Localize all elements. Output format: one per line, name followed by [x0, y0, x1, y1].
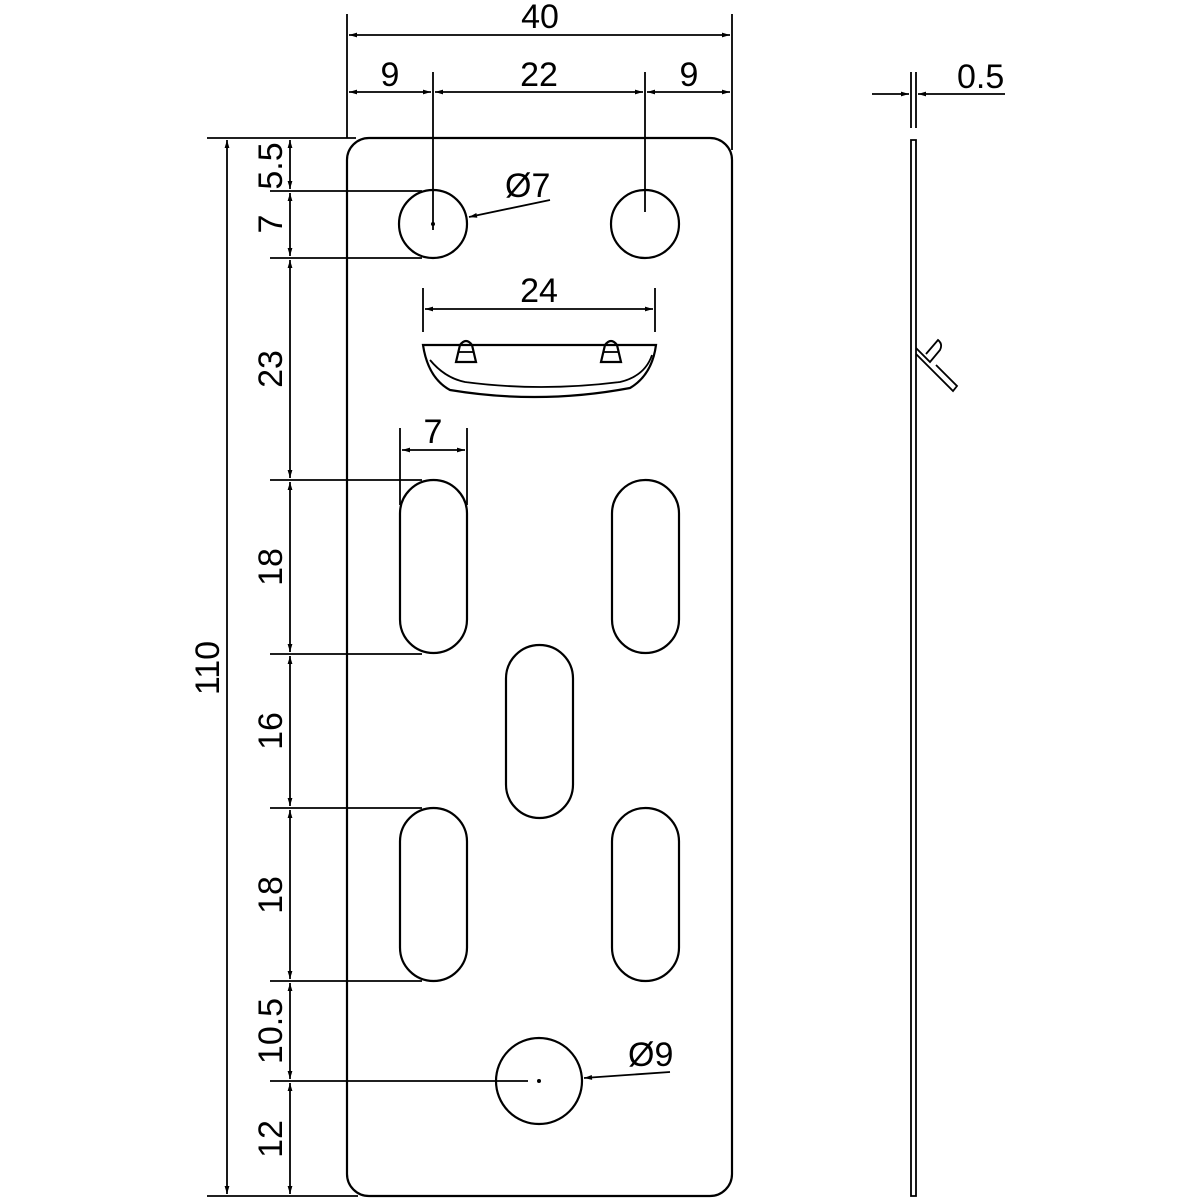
slot-top-right [610, 478, 681, 655]
dim-slot-length-1: 18 [252, 548, 290, 586]
slot-bottom-right [610, 806, 681, 983]
dim-hole-to-slot: 23 [252, 350, 290, 388]
side-hook-profile [915, 338, 959, 393]
left-dimensions: 110 5.5 7 23 18 16 18 10.5 12 [189, 137, 528, 1197]
slot-bottom-left [398, 806, 469, 983]
slot-center [504, 643, 575, 820]
dim-top-to-hole: 5.5 [252, 142, 290, 189]
dim-slot-width: 7 [424, 413, 443, 451]
top-dimensions: 40 9 22 9 24 7 Ø7 Ø9 [346, 0, 733, 1080]
dim-slot-length-2: 18 [252, 876, 290, 914]
dim-right-margin: 9 [680, 56, 699, 94]
dim-bottom-hole-to-edge: 12 [252, 1120, 290, 1158]
dim-hook-width: 24 [520, 272, 558, 310]
side-view: 0.5 [872, 58, 1005, 1197]
dim-slot-to-bottom-hole: 10.5 [252, 998, 290, 1064]
dim-slot-gap: 16 [252, 712, 290, 750]
dim-left-margin: 9 [381, 56, 400, 94]
dim-bottom-hole-diameter: Ø9 [628, 1036, 673, 1074]
dim-thickness: 0.5 [957, 58, 1004, 96]
plate-outline [345, 136, 734, 1198]
dim-top-hole-vertical: 7 [252, 215, 290, 234]
slot-top-left [398, 478, 469, 655]
dim-overall-height: 110 [189, 641, 227, 695]
dim-overall-width: 40 [521, 0, 559, 36]
dim-top-hole-diameter: Ø7 [505, 167, 550, 205]
side-plate-profile [910, 139, 917, 1197]
dim-hole-spacing: 22 [520, 56, 558, 94]
hook [421, 339, 658, 399]
